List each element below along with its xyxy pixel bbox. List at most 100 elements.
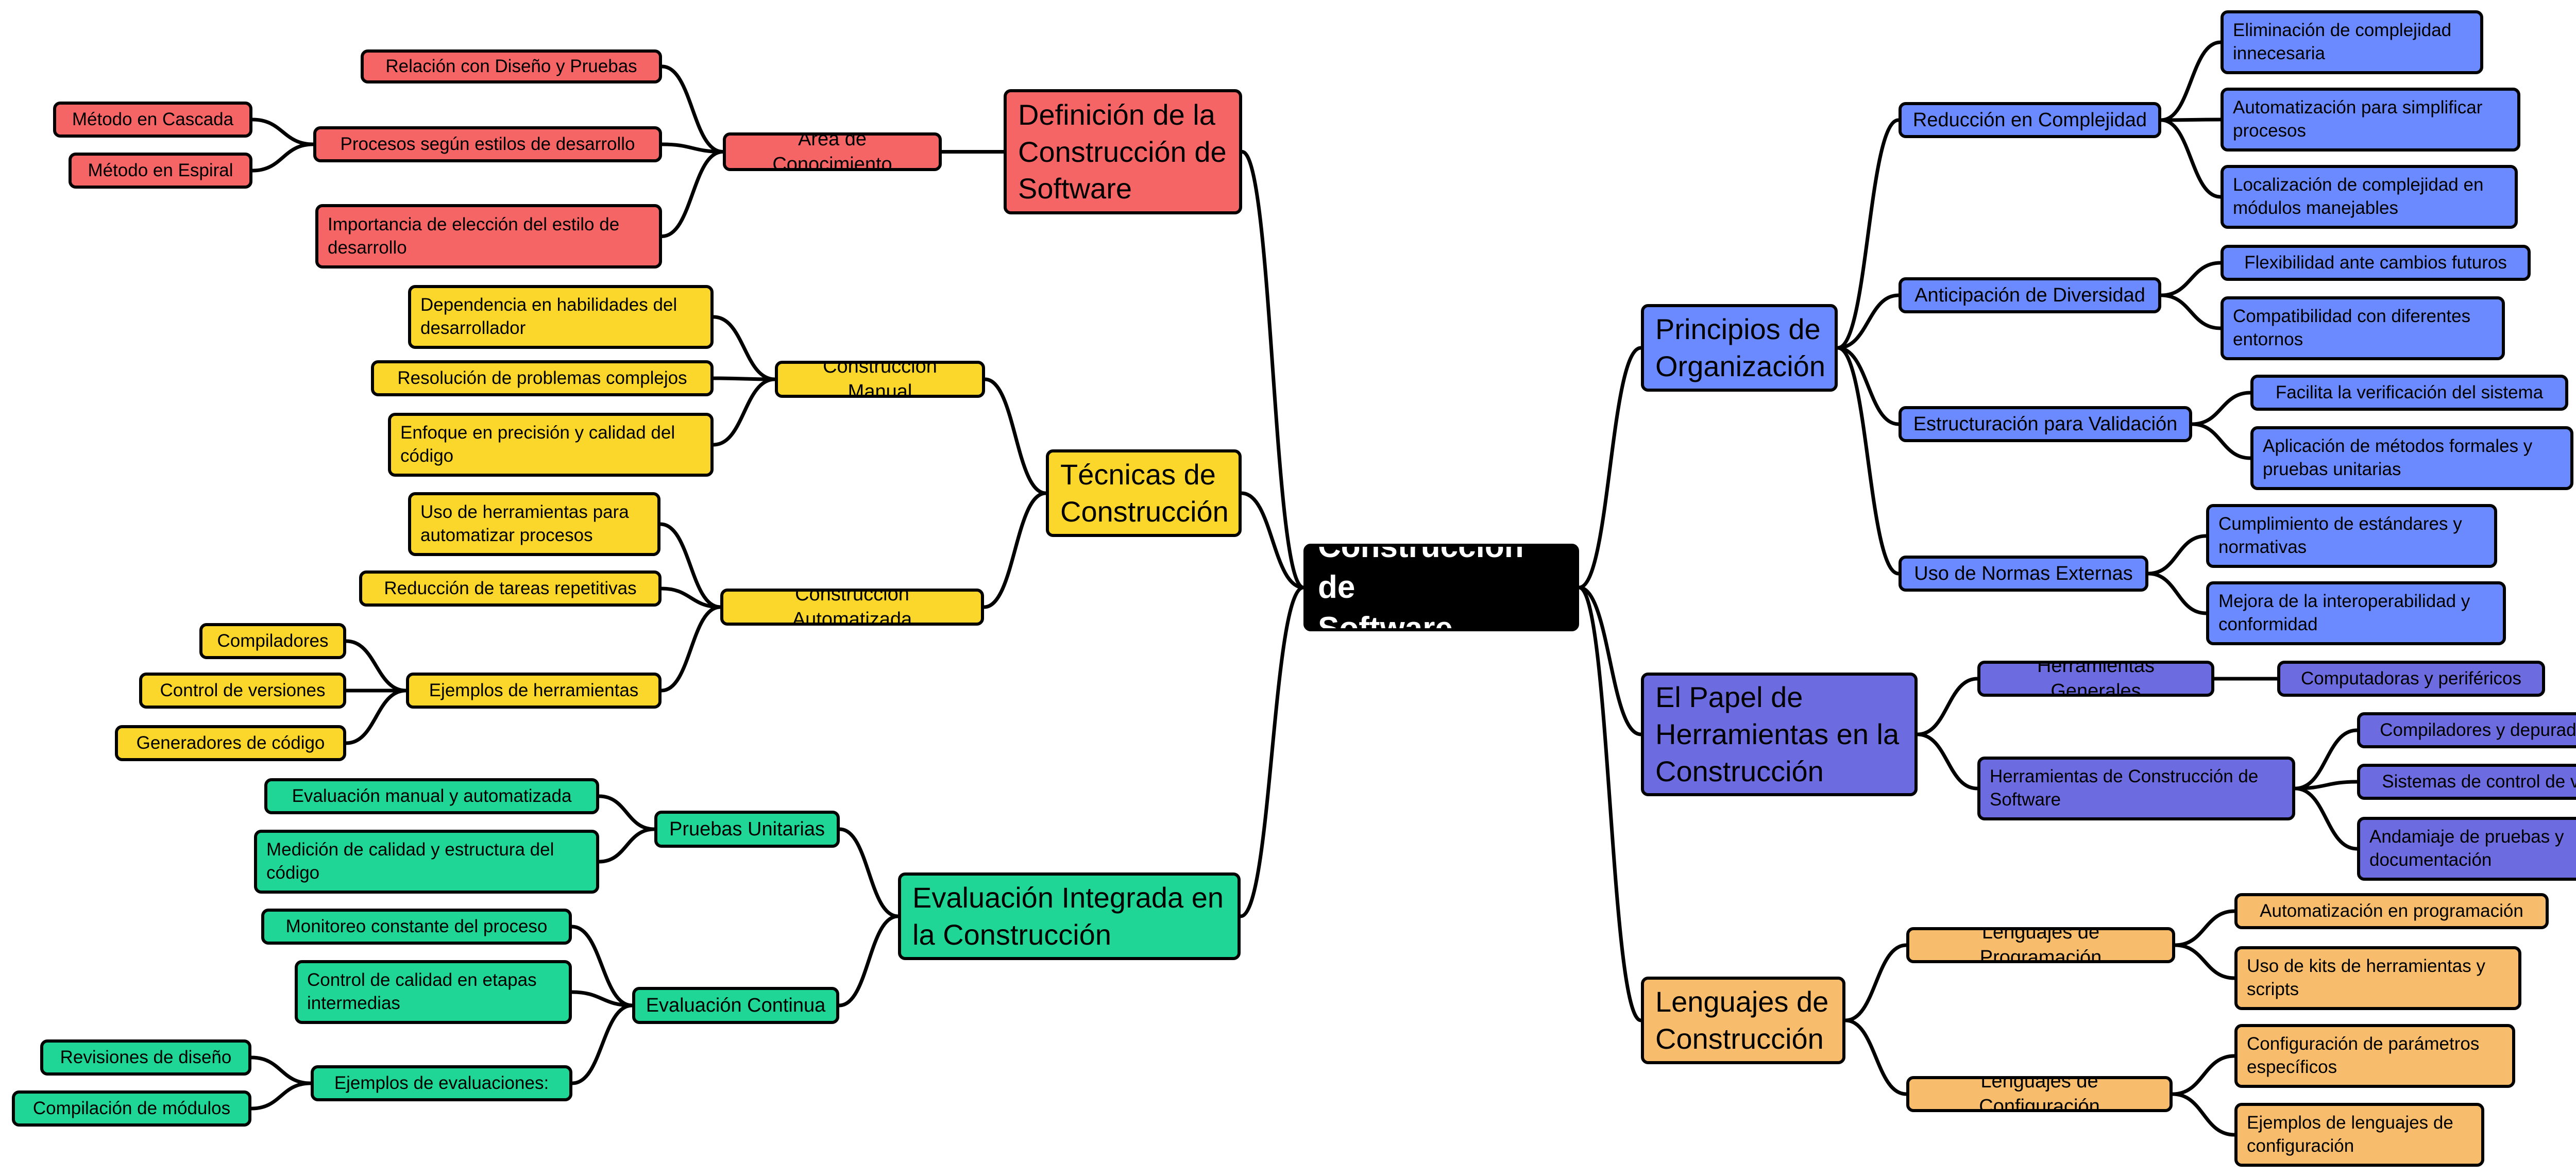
evaluacion-compilacion[interactable]: Compilación de módulos <box>12 1090 251 1127</box>
evaluacion-unitarias[interactable]: Pruebas Unitarias <box>654 811 840 848</box>
connector-papel-andamiaje <box>2295 786 2358 851</box>
connector-lenguajes-programacion <box>1845 943 1907 1022</box>
connector-evaluacion-ejemplos <box>572 1003 633 1085</box>
papel-generales[interactable]: Herramientas Generales <box>1977 661 2214 697</box>
lenguajes-programacion[interactable]: Lenguajes de Programación <box>1906 927 2175 963</box>
connector-principios-normas <box>1837 346 1899 576</box>
tecnicas-control-versiones[interactable]: Control de versiones <box>139 673 346 709</box>
lenguajes-automatizacion[interactable]: Automatización en programación <box>2234 893 2549 929</box>
principios-normas[interactable]: Uso de Normas Externas <box>1899 556 2148 592</box>
connector-lenguajes-configuracion <box>1845 1018 1907 1096</box>
connector-principios-localizacion <box>2161 118 2221 199</box>
connector-principios-reduccion <box>1837 118 1899 350</box>
definicion-importancia[interactable]: Importancia de elección del estilo de de… <box>315 204 662 268</box>
connector-principios-compatibilidad <box>2161 293 2221 330</box>
connector-definicion-cascada <box>252 118 314 146</box>
tecnicas-uso-herramientas[interactable]: Uso de herramientas para automatizar pro… <box>408 492 660 556</box>
connector-evaluacion-revisiones <box>251 1055 311 1085</box>
lenguajes-ejemplos[interactable]: Ejemplos de lenguajes de configuración <box>2234 1103 2484 1167</box>
branch-evaluacion[interactable]: Evaluación Integrada en la Construcción <box>898 872 1241 960</box>
lenguajes-kits[interactable]: Uso de kits de herramientas y scripts <box>2234 946 2521 1010</box>
tecnicas-generadores[interactable]: Generadores de código <box>115 725 346 761</box>
connector-lenguajes-ejemplos <box>2172 1092 2235 1137</box>
definicion-area-conocimiento[interactable]: Área de Conocimiento <box>723 132 942 171</box>
evaluacion-revisiones[interactable]: Revisiones de diseño <box>40 1039 251 1076</box>
connector-definicion-espiral <box>252 142 314 173</box>
connector-tecnicas-compiladores <box>346 639 406 693</box>
connector-tecnicas-generadores <box>346 689 406 745</box>
connector-evaluacion-monitoreo <box>571 925 633 1008</box>
connector-tecnicas-manual <box>985 377 1046 495</box>
tecnicas-dependencia[interactable]: Dependencia en habilidades del desarroll… <box>408 285 714 349</box>
principios-compatibilidad[interactable]: Compatibilidad con diferentes entornos <box>2221 296 2505 360</box>
principios-anticipacion[interactable]: Anticipación de Diversidad <box>1899 277 2161 313</box>
principios-flexibilidad[interactable]: Flexibilidad ante cambios futuros <box>2221 245 2531 281</box>
tecnicas-resolucion[interactable]: Resolución de problemas complejos <box>371 360 714 396</box>
branch-definicion[interactable]: Definición de la Construcción de Softwar… <box>1004 89 1242 214</box>
connector-papel-construccion <box>1917 732 1978 791</box>
evaluacion-medicion[interactable]: Medición de calidad y estructura del cód… <box>254 830 599 894</box>
papel-andamiaje[interactable]: Andamiaje de pruebas y documentación <box>2357 817 2576 881</box>
papel-compiladores[interactable]: Compiladores y depuradores <box>2357 712 2576 748</box>
connector-branch-lenguajes <box>1578 585 1642 1022</box>
evaluacion-manual-auto[interactable]: Evaluación manual y automatizada <box>264 778 599 814</box>
connector-evaluacion-continua <box>839 914 899 1008</box>
connector-definicion-importancia <box>662 150 723 238</box>
connector-evaluacion-control-calidad <box>571 990 633 1008</box>
tecnicas-reduccion[interactable]: Reducción de tareas repetitivas <box>359 570 662 607</box>
connector-papel-compiladores <box>2295 728 2358 791</box>
connector-lenguajes-parametros <box>2172 1054 2235 1096</box>
definicion-cascada[interactable]: Método en Cascada <box>53 102 252 138</box>
definicion-relacion[interactable]: Relación con Diseño y Pruebas <box>361 49 662 83</box>
principios-cumplimiento[interactable]: Cumplimiento de estándares y normativas <box>2206 504 2497 568</box>
connector-principios-estructuracion <box>1837 346 1899 426</box>
connector-principios-anticipacion <box>1837 293 1899 350</box>
root-node[interactable]: Construcción de Software <box>1303 544 1579 631</box>
connector-definicion-procesos <box>662 142 723 154</box>
connector-principios-mejora <box>2148 572 2207 615</box>
papel-computadoras[interactable]: Computadoras y periféricos <box>2277 661 2545 697</box>
tecnicas-automatizada[interactable]: Construcción Automatizada <box>720 589 984 626</box>
definicion-procesos[interactable]: Procesos según estilos de desarrollo <box>313 126 662 162</box>
tecnicas-ejemplos[interactable]: Ejemplos de herramientas <box>406 673 662 709</box>
lenguajes-parametros[interactable]: Configuración de parámetros específicos <box>2234 1024 2515 1088</box>
principios-localizacion[interactable]: Localización de complejidad en módulos m… <box>2221 165 2518 229</box>
evaluacion-ejemplos[interactable]: Ejemplos de evaluaciones: <box>311 1065 572 1101</box>
connector-evaluacion-unitarias <box>839 827 899 918</box>
connector-branch-principios <box>1579 346 1641 590</box>
evaluacion-continua[interactable]: Evaluación Continua <box>632 987 839 1024</box>
tecnicas-compiladores[interactable]: Compiladores <box>199 623 346 659</box>
connector-principios-aplicacion <box>2192 422 2251 460</box>
principios-automatizacion[interactable]: Automatización para simplificar procesos <box>2221 88 2520 152</box>
connector-branch-evaluacion <box>1240 585 1304 918</box>
connector-principios-eliminacion <box>2161 40 2221 122</box>
branch-lenguajes[interactable]: Lenguajes de Construcción <box>1641 977 1845 1064</box>
definicion-espiral[interactable]: Método en Espiral <box>69 153 252 189</box>
connector-tecnicas-ejemplos <box>661 605 721 693</box>
papel-construccion[interactable]: Herramientas de Construcción de Software <box>1977 757 2295 820</box>
evaluacion-monitoreo[interactable]: Monitoreo constante del proceso <box>261 909 572 945</box>
principios-mejora[interactable]: Mejora de la interoperabilidad y conform… <box>2206 581 2506 645</box>
connector-papel-generales <box>1917 677 1978 736</box>
tecnicas-manual[interactable]: Construcción Manual <box>775 361 985 398</box>
lenguajes-configuracion[interactable]: Lenguajes de Configuración <box>1906 1076 2173 1112</box>
connector-branch-tecnicas <box>1241 491 1304 590</box>
connector-tecnicas-reduccion <box>661 586 721 609</box>
connector-lenguajes-kits <box>2175 943 2235 980</box>
principios-facilita[interactable]: Facilita la verificación del sistema <box>2250 375 2568 411</box>
principios-aplicacion[interactable]: Aplicación de métodos formales y pruebas… <box>2250 426 2573 490</box>
connector-evaluacion-medicion <box>599 827 655 864</box>
principios-eliminacion[interactable]: Eliminación de complejidad innecesaria <box>2221 10 2483 74</box>
branch-papel[interactable]: El Papel de Herramientas en la Construcc… <box>1641 673 1918 796</box>
connector-evaluacion-manual-auto <box>599 794 655 831</box>
branch-tecnicas[interactable]: Técnicas de Construcción <box>1046 449 1242 537</box>
branch-principios[interactable]: Principios de Organización <box>1641 304 1838 392</box>
connector-tecnicas-resolucion <box>713 376 775 381</box>
connector-tecnicas-automatizada <box>984 491 1046 609</box>
principios-reduccion[interactable]: Reducción en Complejidad <box>1899 102 2161 138</box>
principios-estructuracion[interactable]: Estructuración para Validación <box>1899 406 2192 442</box>
tecnicas-enfoque[interactable]: Enfoque en precisión y calidad del códig… <box>388 413 714 477</box>
papel-sistemas[interactable]: Sistemas de control de versiones <box>2357 764 2576 800</box>
evaluacion-control-calidad[interactable]: Control de calidad en etapas intermedias <box>295 960 572 1024</box>
